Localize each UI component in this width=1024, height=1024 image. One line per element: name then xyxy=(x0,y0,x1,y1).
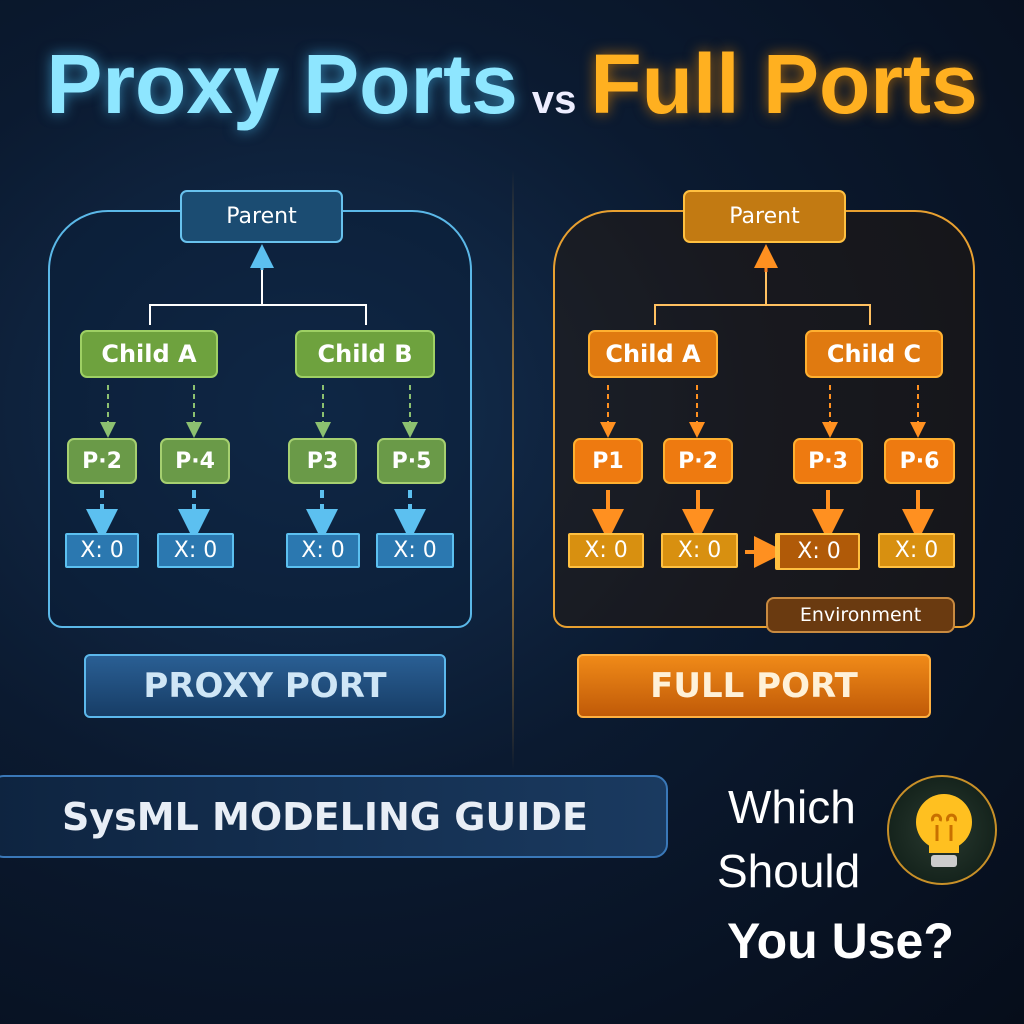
divider xyxy=(512,170,514,770)
full-port: P·3 xyxy=(793,438,863,484)
title-vs: vs xyxy=(531,78,577,122)
proxy-value: X: 0 xyxy=(65,533,139,568)
proxy-value: X: 0 xyxy=(286,533,360,568)
proxy-port: P·4 xyxy=(160,438,230,484)
full-parent-block: Parent xyxy=(683,190,846,243)
full-port: P1 xyxy=(573,438,643,484)
full-port: P·6 xyxy=(884,438,955,484)
sysml-guide-banner: SysML MODELING GUIDE xyxy=(0,775,668,858)
full-child-a: Child A xyxy=(588,330,718,378)
proxy-port: P3 xyxy=(288,438,357,484)
proxy-parent-block: Parent xyxy=(180,190,343,243)
question-line-2: Should xyxy=(717,845,861,897)
proxy-port: P·5 xyxy=(377,438,446,484)
full-value: X: 0 xyxy=(661,533,738,568)
full-value-shared: X: 0 xyxy=(775,533,860,570)
full-value: X: 0 xyxy=(568,533,644,568)
full-child-c: Child C xyxy=(805,330,943,378)
proxy-value: X: 0 xyxy=(157,533,234,568)
proxy-value: X: 0 xyxy=(376,533,454,568)
title-proxy-ports: Proxy Ports xyxy=(46,37,518,131)
question-line-3: You Use? xyxy=(727,913,954,969)
full-port: P·2 xyxy=(663,438,733,484)
full-port-label: FULL PORT xyxy=(577,654,931,718)
full-value: X: 0 xyxy=(878,533,955,568)
lightbulb-icon xyxy=(887,775,997,885)
proxy-child-a: Child A xyxy=(80,330,218,378)
proxy-child-b: Child B xyxy=(295,330,435,378)
title-full-ports: Full Ports xyxy=(590,37,978,131)
question-line-1: Which xyxy=(728,781,856,833)
environment-block: Environment xyxy=(766,597,955,633)
title-bar: Proxy Ports vs Full Ports xyxy=(0,36,1024,133)
proxy-port: P·2 xyxy=(67,438,137,484)
proxy-port-label: PROXY PORT xyxy=(84,654,446,718)
